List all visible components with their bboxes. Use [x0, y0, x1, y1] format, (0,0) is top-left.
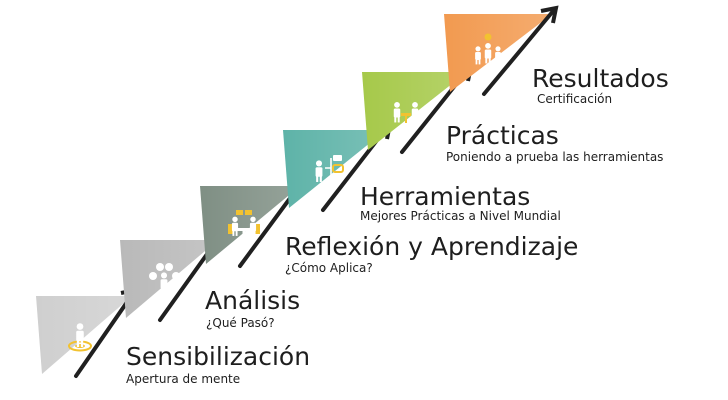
step-arrow-resultados	[482, 8, 556, 96]
step-resultados	[444, 5, 559, 96]
step-analisis	[120, 231, 225, 322]
step-subtitle-analisis: ¿Qué Pasó?	[206, 316, 275, 330]
people-at-table-icon	[228, 210, 260, 238]
step-subtitle-resultados: Certificación	[537, 92, 613, 106]
step-title-reflexion: Reflexión y Aprendizaje	[285, 232, 579, 261]
person-with-tools-icon	[315, 155, 344, 182]
person-on-target-icon	[68, 323, 92, 352]
step-title-resultados: Resultados	[532, 64, 669, 93]
person-with-abcd-icon	[149, 263, 180, 294]
step-subtitle-herramientas: Mejores Prácticas a Nivel Mundial	[360, 209, 561, 223]
step-title-herramientas: Herramientas	[360, 182, 531, 211]
step-subtitle-practicas: Poniendo a prueba las herramientas	[446, 150, 664, 164]
step-title-analisis: Análisis	[205, 286, 301, 315]
step-practicas	[362, 63, 474, 154]
step-title-sensibilizacion: Sensibilización	[126, 342, 311, 371]
step-subtitle-reflexion: ¿Cómo Aplica?	[285, 261, 373, 275]
step-title-practicas: Prácticas	[446, 121, 559, 150]
step-subtitle-sensibilizacion: Apertura de mente	[126, 372, 241, 386]
award-group-icon	[475, 33, 501, 65]
step-arrow-sensibilizacion	[74, 290, 136, 378]
step-sensibilizacion	[36, 287, 139, 378]
two-people-meeting-icon	[393, 102, 419, 123]
